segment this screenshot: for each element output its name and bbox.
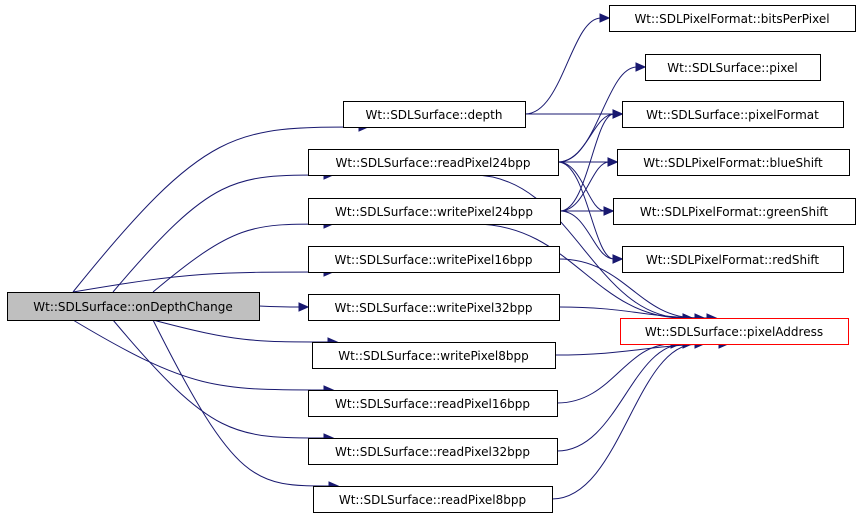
node-box-pixelAddress[interactable]	[620, 318, 849, 345]
edge-writePixel24bpp-to-pixelFormat	[559, 113, 615, 212]
node-label-greenShift: Wt::SDLPixelFormat::greenShift	[640, 205, 829, 219]
edge-readPixel24bpp-to-pixelAddress	[472, 174, 685, 319]
node-label-writePixel8bpp: Wt::SDLSurface::writePixel8bpp	[338, 349, 528, 363]
edge-onDepthChange-to-readPixel16bpp	[72, 319, 326, 391]
node-label-pixelAddress: Wt::SDLSurface::pixelAddress	[645, 325, 823, 339]
edge-writePixel24bpp-to-blueShift	[559, 161, 610, 212]
node-redShift[interactable]: Wt::SDLPixelFormat::redShift	[622, 246, 844, 273]
node-box-readPixel8bpp[interactable]	[313, 486, 553, 513]
node-label-blueShift: Wt::SDLPixelFormat::blueShift	[643, 156, 823, 170]
edge-writePixel24bpp-to-pixelAddress	[473, 223, 685, 319]
edge-onDepthChange-to-readPixel32bpp	[112, 319, 326, 439]
node-readPixel16bpp[interactable]: Wt::SDLSurface::readPixel16bpp	[308, 390, 558, 417]
node-writePixel32bpp[interactable]: Wt::SDLSurface::writePixel32bpp	[308, 294, 560, 321]
node-box-readPixel16bpp[interactable]	[308, 390, 558, 417]
edge-readPixel8bpp-to-pixelAddress	[551, 343, 697, 500]
node-label-onDepthChange: Wt::SDLSurface::onDepthChange	[33, 300, 232, 314]
edge-readPixel16bpp-to-pixelAddress	[556, 343, 673, 404]
node-label-writePixel32bpp: Wt::SDLSurface::writePixel32bpp	[334, 301, 532, 315]
node-label-pixel: Wt::SDLSurface::pixel	[667, 61, 797, 75]
arrowhead-depth-to-bitsPerPixel	[599, 13, 611, 23]
node-box-blueShift[interactable]	[617, 149, 850, 176]
edge-readPixel32bpp-to-pixelAddress	[556, 343, 685, 452]
node-bitsPerPixel[interactable]: Wt::SDLPixelFormat::bitsPerPixel	[609, 5, 856, 32]
edge-writePixel32bpp-to-pixelAddress	[558, 306, 709, 319]
node-label-pixelFormat: Wt::SDLSurface::pixelFormat	[646, 108, 819, 122]
node-greenShift[interactable]: Wt::SDLPixelFormat::greenShift	[613, 198, 856, 225]
edge-onDepthChange-to-writePixel16bpp	[72, 271, 326, 293]
arrowhead-readPixel24bpp-to-pixel	[635, 62, 647, 72]
node-box-pixelFormat[interactable]	[622, 101, 844, 128]
arrowhead-writePixel24bpp-to-pixelFormat	[612, 109, 624, 119]
node-box-writePixel24bpp[interactable]	[308, 198, 561, 225]
arrowhead-writePixel24bpp-to-blueShift	[607, 157, 619, 167]
node-box-readPixel32bpp[interactable]	[308, 438, 558, 465]
node-label-redShift: Wt::SDLPixelFormat::redShift	[646, 253, 820, 267]
node-box-writePixel16bpp[interactable]	[308, 246, 560, 273]
node-box-pixel[interactable]	[645, 54, 821, 81]
arrowhead-writePixel24bpp-to-redShift	[612, 254, 624, 264]
node-box-readPixel24bpp[interactable]	[308, 149, 559, 176]
node-writePixel24bpp[interactable]: Wt::SDLSurface::writePixel24bpp	[308, 198, 561, 225]
node-box-redShift[interactable]	[622, 246, 844, 273]
node-label-readPixel16bpp: Wt::SDLSurface::readPixel16bpp	[335, 397, 530, 411]
edge-onDepthChange-to-writePixel8bpp	[152, 319, 330, 343]
node-label-readPixel24bpp: Wt::SDLSurface::readPixel24bpp	[336, 156, 531, 170]
node-writePixel8bpp[interactable]: Wt::SDLSurface::writePixel8bpp	[312, 342, 556, 369]
node-label-readPixel32bpp: Wt::SDLSurface::readPixel32bpp	[335, 445, 530, 459]
node-readPixel32bpp[interactable]: Wt::SDLSurface::readPixel32bpp	[308, 438, 558, 465]
node-label-readPixel8bpp: Wt::SDLSurface::readPixel8bpp	[339, 493, 526, 507]
node-box-writePixel8bpp[interactable]	[312, 342, 556, 369]
node-pixel[interactable]: Wt::SDLSurface::pixel	[645, 54, 821, 81]
edge-writePixel16bpp-to-pixelAddress	[558, 258, 697, 319]
node-label-bitsPerPixel: Wt::SDLPixelFormat::bitsPerPixel	[634, 12, 829, 26]
node-pixelFormat[interactable]: Wt::SDLSurface::pixelFormat	[622, 101, 844, 128]
node-box-bitsPerPixel[interactable]	[609, 5, 856, 32]
edge-onDepthChange-to-readPixel8bpp	[152, 319, 331, 487]
edge-onDepthChange-to-writePixel32bpp	[258, 305, 301, 308]
arrowhead-writePixel24bpp-to-greenShift	[603, 206, 615, 216]
node-readPixel8bpp[interactable]: Wt::SDLSurface::readPixel8bpp	[313, 486, 553, 513]
nodes-layer: Wt::SDLSurface::onDepthChangeWt::SDLSurf…	[7, 5, 856, 513]
node-pixelAddress[interactable]: Wt::SDLSurface::pixelAddress	[620, 318, 849, 345]
edge-depth-to-bitsPerPixel	[524, 17, 602, 115]
edge-onDepthChange-to-readPixel24bpp	[112, 174, 326, 293]
node-label-writePixel24bpp: Wt::SDLSurface::writePixel24bpp	[335, 205, 533, 219]
edge-onDepthChange-to-writePixel24bpp	[152, 223, 326, 293]
edge-readPixel24bpp-to-pixelFormat	[557, 113, 615, 163]
node-writePixel16bpp[interactable]: Wt::SDLSurface::writePixel16bpp	[308, 246, 560, 273]
edge-readPixel24bpp-to-greenShift	[557, 161, 606, 212]
node-box-onDepthChange[interactable]	[7, 292, 260, 321]
node-label-depth: Wt::SDLSurface::depth	[366, 108, 503, 122]
node-label-writePixel16bpp: Wt::SDLSurface::writePixel16bpp	[334, 253, 532, 267]
edge-onDepthChange-to-depth	[72, 126, 361, 293]
node-onDepthChange[interactable]: Wt::SDLSurface::onDepthChange	[7, 292, 260, 321]
node-depth[interactable]: Wt::SDLSurface::depth	[343, 101, 526, 128]
edge-writePixel24bpp-to-redShift	[559, 210, 615, 260]
node-box-depth[interactable]	[343, 101, 526, 128]
node-box-writePixel32bpp[interactable]	[308, 294, 560, 321]
node-readPixel24bpp[interactable]: Wt::SDLSurface::readPixel24bpp	[308, 149, 559, 176]
node-box-greenShift[interactable]	[613, 198, 856, 225]
node-blueShift[interactable]: Wt::SDLPixelFormat::blueShift	[617, 149, 850, 176]
arrowhead-onDepthChange-to-writePixel32bpp	[298, 302, 310, 312]
